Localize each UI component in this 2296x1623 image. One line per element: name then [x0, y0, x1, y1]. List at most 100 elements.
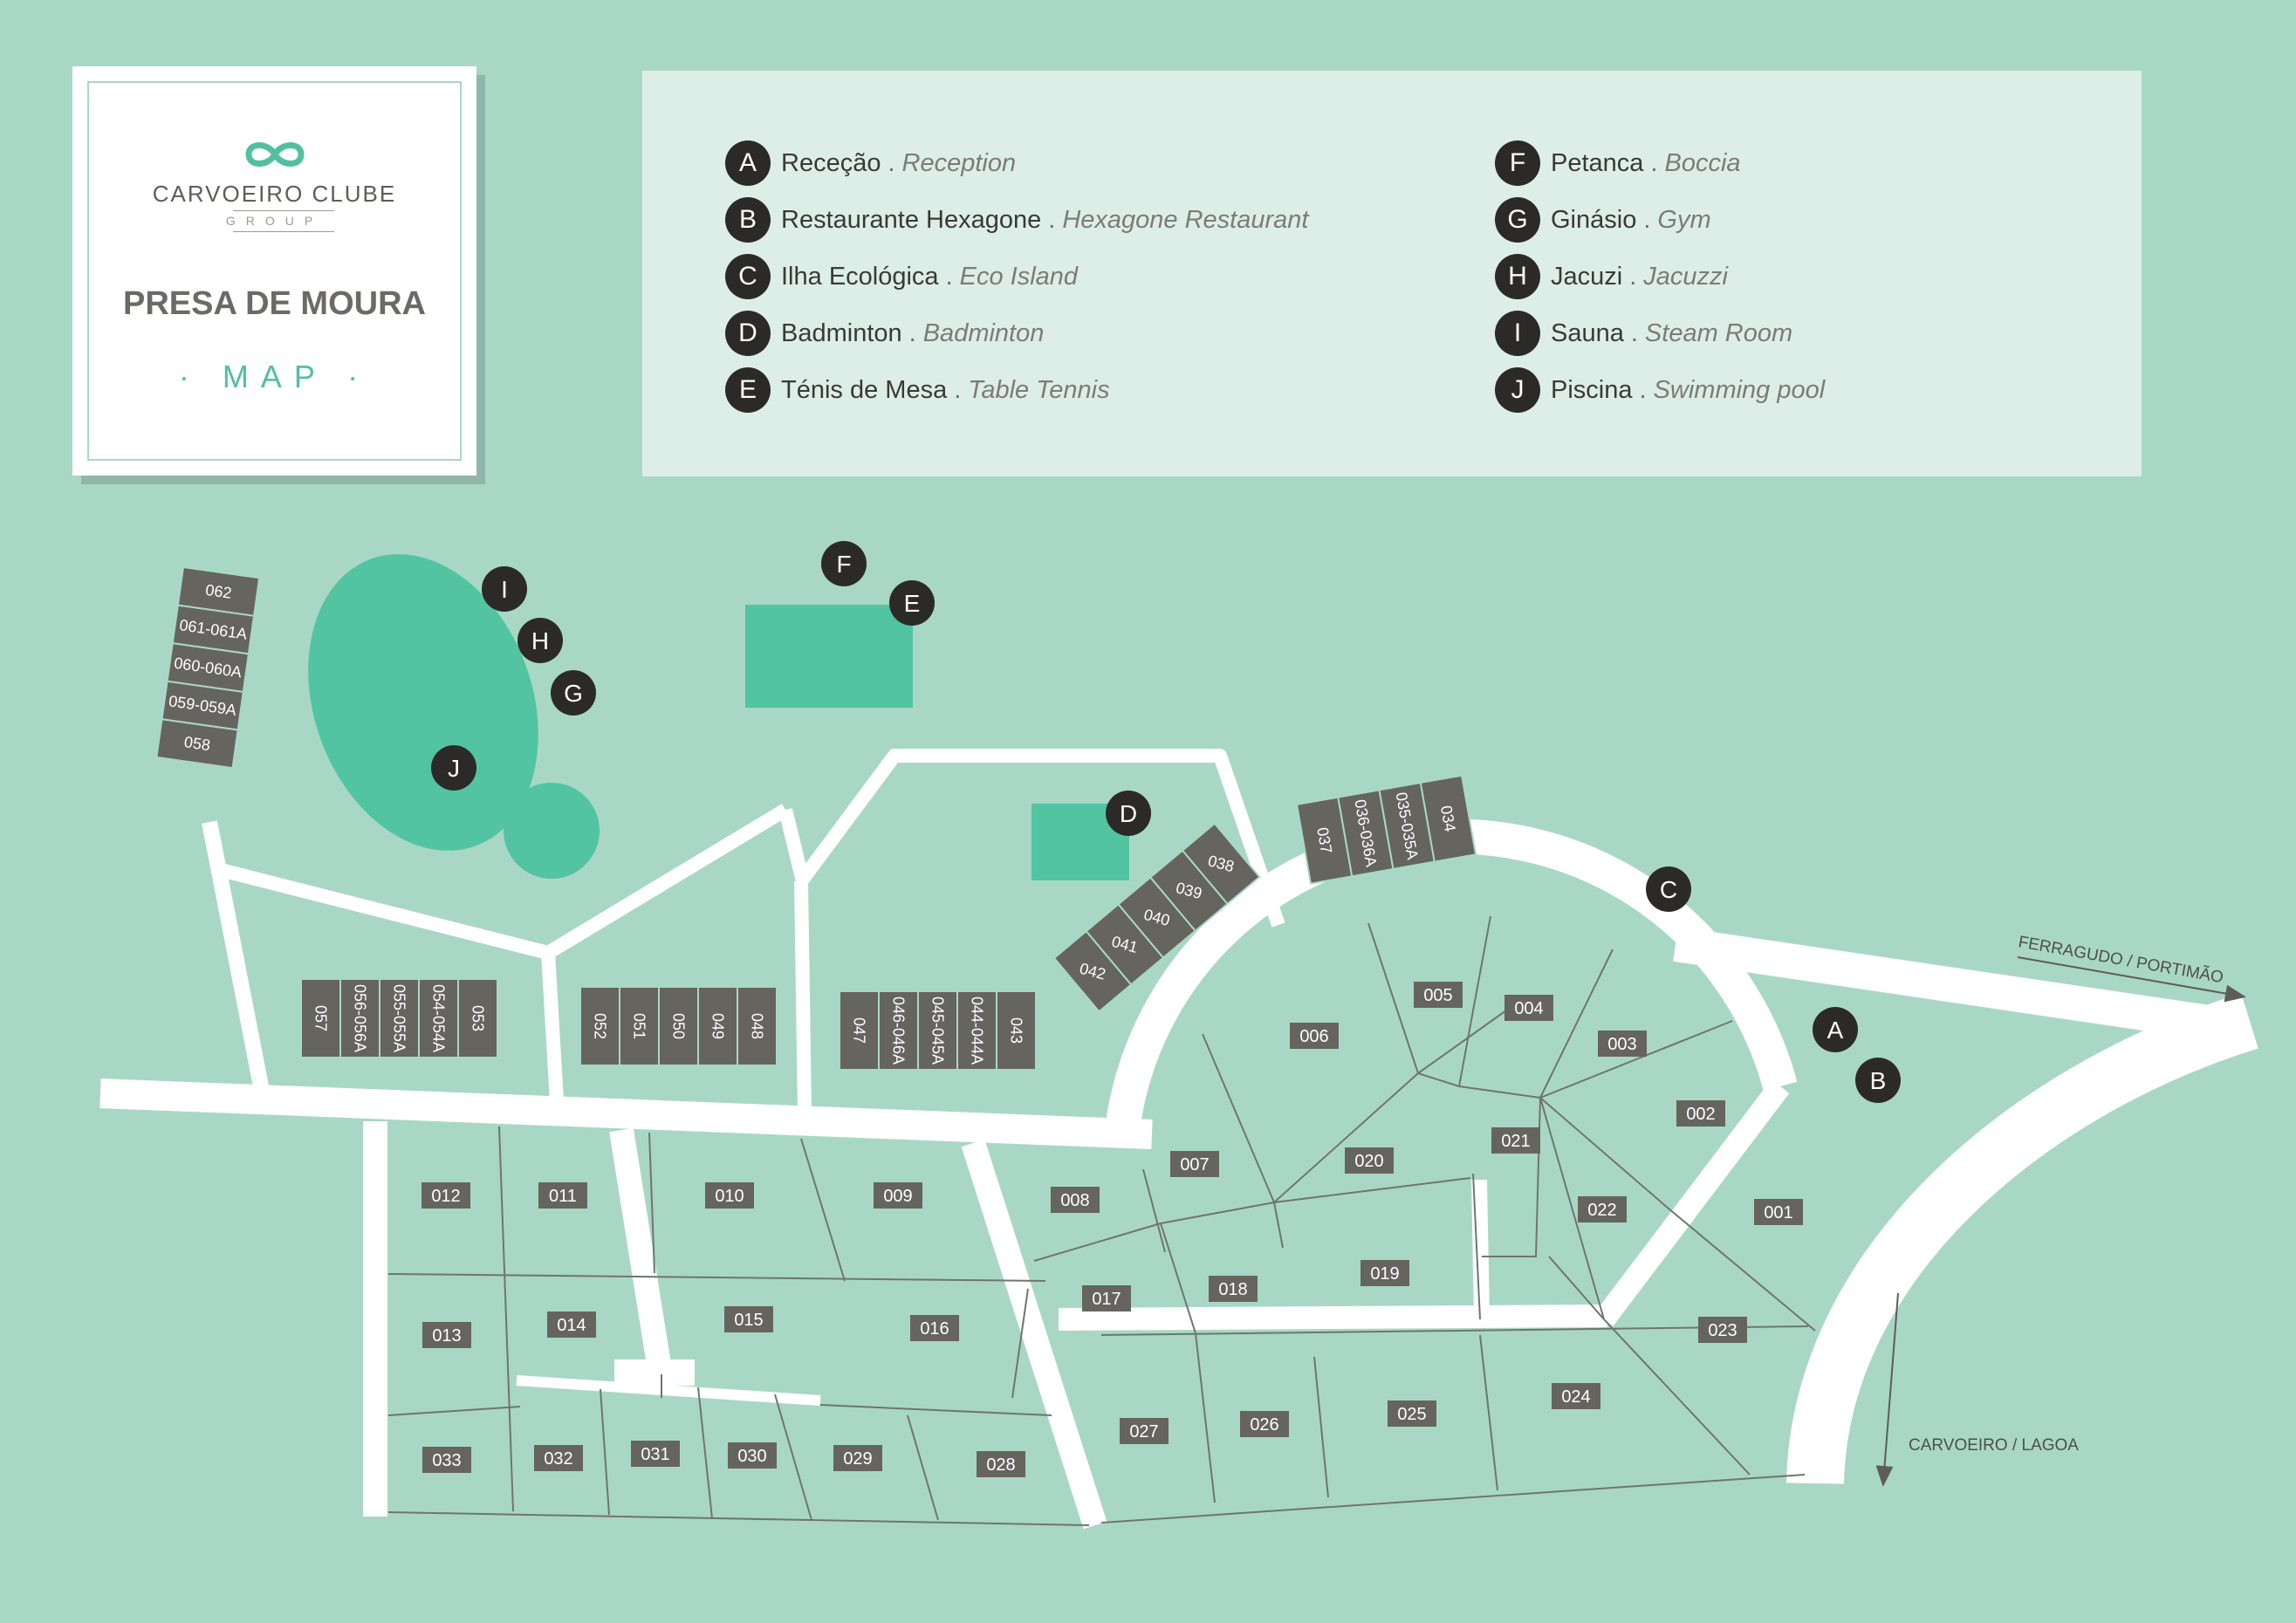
strip-lot-039: 039 — [1148, 849, 1229, 933]
lot-label: 043 — [1008, 1017, 1025, 1044]
legend-english: Table Tennis — [968, 375, 1110, 404]
lot-label: 015 — [734, 1311, 763, 1330]
lot-label: 003 — [1607, 1035, 1636, 1054]
marker-b-icon: B — [1855, 1058, 1901, 1103]
legend-english: Boccia — [1664, 148, 1741, 177]
strip-lot-056-056A: 056-056A — [339, 978, 380, 1058]
lot-011: 011 — [538, 1182, 587, 1209]
lot-box — [422, 1447, 471, 1473]
lot-label: 044-044A — [969, 996, 986, 1065]
lot-label: 053 — [469, 1005, 487, 1031]
legend-name: Ténis de Mesa — [781, 375, 948, 404]
lot-017: 017 — [1082, 1285, 1131, 1311]
legend-separator: . — [888, 148, 895, 177]
lot-label: 004 — [1514, 999, 1543, 1018]
lot-label: 049 — [709, 1013, 727, 1039]
lot-label: 028 — [986, 1455, 1015, 1475]
lot-013: 013 — [422, 1322, 471, 1348]
legend-marker-icon: F — [1495, 140, 1540, 186]
lot-006: 006 — [1290, 1023, 1339, 1049]
lot-box — [547, 1311, 596, 1338]
marker-circle — [517, 618, 563, 663]
lot-label: 016 — [920, 1319, 949, 1339]
lot-box — [1414, 982, 1463, 1008]
marker-letter: B — [1870, 1067, 1887, 1094]
lot-box — [1598, 1031, 1647, 1057]
marker-letter: I — [501, 576, 508, 603]
marker-letter: J — [448, 755, 460, 782]
legend-name: Sauna — [1551, 318, 1624, 347]
lot-label: 011 — [549, 1187, 577, 1206]
lot-label: 002 — [1686, 1105, 1715, 1124]
lot-box — [1181, 822, 1261, 906]
legend-english: Swimming pool — [1653, 375, 1826, 404]
lot-box — [155, 718, 239, 770]
lots-horizontal: 0010020030040050060070080090100110120130… — [422, 982, 1803, 1477]
strip-lot-058: 058 — [155, 718, 239, 770]
lot-label: 001 — [1764, 1203, 1792, 1222]
legend-english: Reception — [901, 148, 1017, 177]
lot-box — [631, 1441, 680, 1467]
lot-026: 026 — [1240, 1411, 1289, 1437]
legend-separator: . — [945, 262, 953, 291]
lot-box — [996, 990, 1037, 1071]
legend-name: Restaurante Hexagone — [781, 205, 1042, 234]
lot-label: 008 — [1060, 1191, 1089, 1210]
marker-letter: F — [836, 551, 851, 578]
lot-019: 019 — [1360, 1260, 1409, 1286]
lot-label: 005 — [1423, 986, 1452, 1005]
lot-label: 012 — [431, 1187, 460, 1206]
lot-label: 046-046A — [890, 996, 908, 1065]
marker-f-icon: F — [821, 541, 867, 586]
lot-009: 009 — [874, 1182, 922, 1209]
lot-box — [1360, 1260, 1409, 1286]
title-card: CARVOEIRO CLUBE GROUP PRESA DE MOURA · M… — [72, 66, 476, 476]
strip-lot-060-060A: 060-060A — [166, 642, 250, 694]
strip-lot-050: 050 — [658, 986, 699, 1066]
lot-018: 018 — [1209, 1276, 1258, 1302]
legend-english: Eco Island — [959, 262, 1079, 291]
direction-south: CARVOEIRO / LAGOA — [1909, 1436, 2079, 1455]
lot-box — [422, 1322, 471, 1348]
marker-letter: C — [1660, 876, 1677, 903]
lot-label: 014 — [557, 1316, 586, 1335]
marker-i-icon: I — [482, 566, 527, 612]
lot-box — [833, 1445, 882, 1471]
marker-c-icon: C — [1646, 866, 1691, 912]
strip-lot-054-054A: 054-054A — [418, 978, 459, 1058]
legend-name: Piscina — [1551, 375, 1633, 404]
lot-001: 001 — [1754, 1199, 1803, 1225]
lot-box — [1345, 1147, 1394, 1174]
lot-label: 051 — [631, 1013, 648, 1039]
legend-name: Petanca — [1551, 148, 1644, 177]
marker-circle — [551, 670, 596, 716]
lot-box — [910, 1315, 959, 1341]
strip-lot-057: 057 — [300, 978, 341, 1058]
lot-021: 021 — [1491, 1127, 1540, 1154]
page-title: PRESA DE MOURA — [123, 285, 426, 322]
lot-box — [1676, 1100, 1725, 1127]
strip-lot-047: 047 — [839, 990, 880, 1071]
strip-lot-040: 040 — [1117, 876, 1197, 959]
legend-name: Receção — [781, 148, 881, 177]
lot-box — [1419, 774, 1477, 863]
lot-box — [705, 1182, 754, 1209]
marker-e-icon: E — [889, 580, 935, 626]
lot-label: 031 — [641, 1445, 669, 1464]
lot-box — [1209, 1276, 1258, 1302]
lot-label: 006 — [1299, 1027, 1328, 1046]
legend-marker-icon: E — [725, 367, 771, 413]
lot-box — [422, 1182, 470, 1209]
lot-label: 048 — [749, 1013, 766, 1039]
